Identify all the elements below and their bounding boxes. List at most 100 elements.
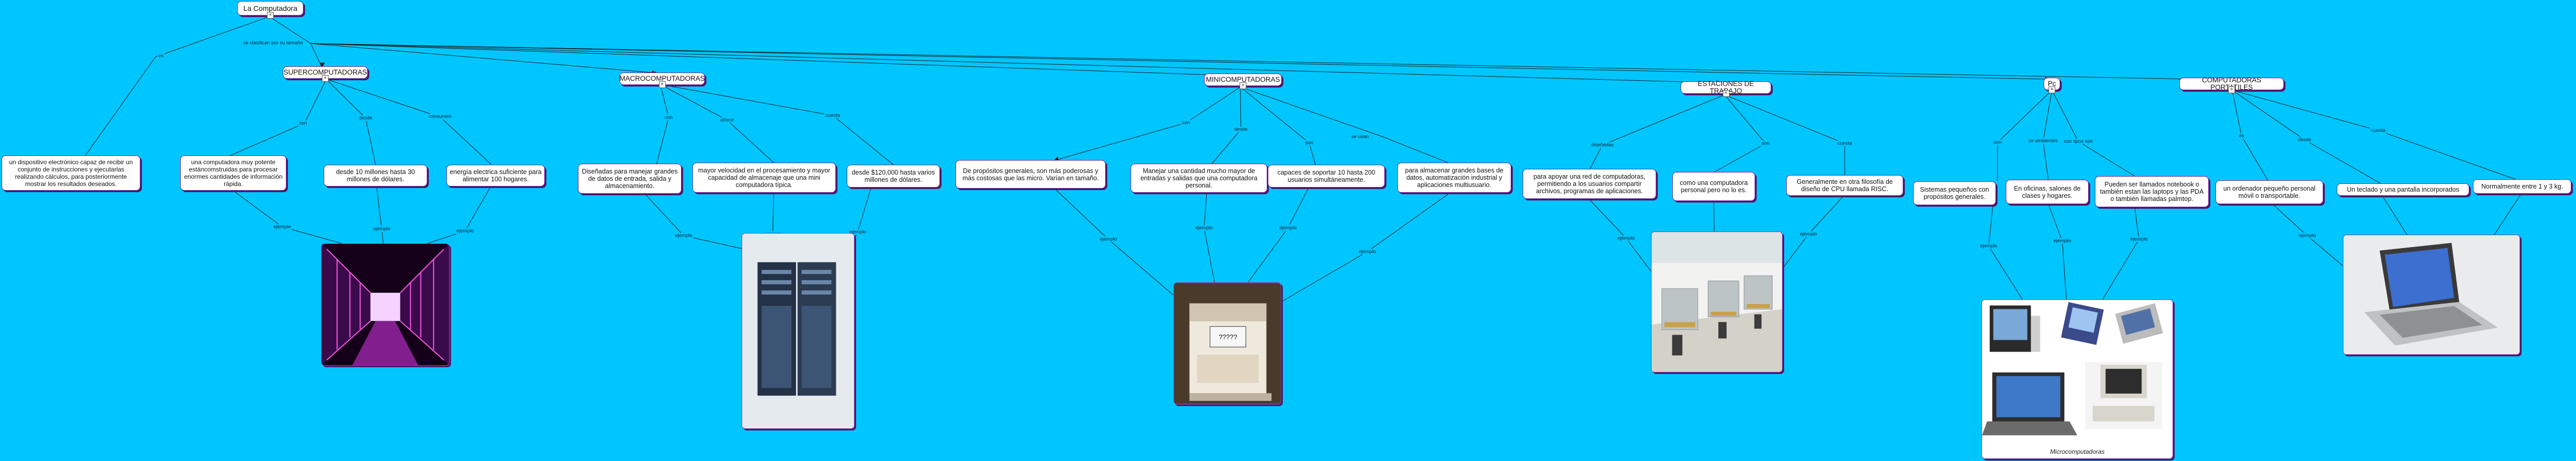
mini-io-node[interactable]: Manejar una cantidad mucho mayor de entr… bbox=[1131, 164, 1267, 193]
macro-cost-node[interactable]: desde $120,000 hasta varios millones de … bbox=[847, 165, 940, 188]
expand-icon[interactable]: + bbox=[322, 75, 329, 82]
link-label-son: son bbox=[663, 114, 674, 121]
ejemplo-label: ejemplo bbox=[1194, 225, 1214, 231]
ejemplo-label: ejemplo bbox=[1278, 225, 1298, 231]
laptop-weight-node[interactable]: Normalmente entre 1 y 3 kg. bbox=[2473, 179, 2571, 194]
pc-small-node[interactable]: Sistemas pequeños con propósitos general… bbox=[1913, 181, 1996, 205]
macro-speed: mayor velocidad en el procesamiento y ma… bbox=[698, 167, 830, 189]
ejemplo-label: ejemplo bbox=[1979, 243, 1999, 249]
super-energy: energía electrica suficiente para alimen… bbox=[450, 168, 542, 183]
expand-icon[interactable]: + bbox=[2048, 87, 2056, 93]
super-description-node[interactable]: una computadora muy potente estáncomstru… bbox=[180, 155, 286, 191]
link-label-pueden: desde bbox=[1233, 126, 1249, 133]
link-label-desde: desde bbox=[358, 115, 373, 121]
definition-text: un dispositivo electrónico capaz de reci… bbox=[9, 159, 133, 188]
category-supercomputadoras[interactable]: SUPERCOMPUTADORAS+ bbox=[283, 66, 368, 82]
root-node[interactable]: La Computadora+ bbox=[237, 1, 303, 19]
macro-description-node[interactable]: Diseñadas para manejar grandes de datos … bbox=[578, 164, 682, 194]
category-pc[interactable]: Pc+ bbox=[2044, 78, 2060, 93]
ejemplo-label: ejemplo bbox=[1616, 235, 1636, 241]
link-label-clasifican: se clasifican por su tamaño bbox=[242, 40, 304, 46]
mini-storage-node[interactable]: para almacenar grandes bases de datos, a… bbox=[1397, 163, 1511, 193]
category-title: MACROCOMPUTADORAS bbox=[619, 75, 705, 82]
macro-cost: desde $120,000 hasta varios millones de … bbox=[851, 169, 935, 183]
link-label-son: son bbox=[1760, 140, 1771, 147]
laptop-small: un ordenador pequeño personal móvil o tr… bbox=[2223, 185, 2315, 199]
ejemplo-label: ejemplo bbox=[1098, 236, 1118, 242]
macro-speed-node[interactable]: mayor velocidad en el procesamiento y ma… bbox=[692, 163, 836, 193]
expand-icon[interactable]: + bbox=[1723, 90, 1729, 97]
super-cost-node[interactable]: desde 10 millones hasta 30 millones de d… bbox=[324, 165, 427, 186]
link-label-cuesta: cuesta bbox=[1836, 140, 1853, 147]
link-label-es: es bbox=[2237, 133, 2246, 139]
expand-icon[interactable]: + bbox=[267, 12, 274, 19]
link-label-son: son bbox=[298, 120, 308, 126]
link-label-tipos: con tipos son bbox=[2063, 138, 2094, 145]
link-label-son: son bbox=[1181, 120, 1191, 126]
link-label-cuesta: cuesta bbox=[824, 112, 841, 119]
link-label-son: son bbox=[1304, 140, 1314, 146]
link-label-son: son bbox=[1992, 139, 2003, 146]
pc-notebook: Pueden ser llamados notebook o también e… bbox=[2100, 181, 2204, 203]
workstation-pc-node[interactable]: como una computadora personal pero no lo… bbox=[1672, 172, 1755, 201]
ejemplo-label: ejemplo bbox=[372, 226, 392, 232]
category-minicomputadoras[interactable]: MINICOMPUTADORAS+ bbox=[1204, 74, 1282, 89]
workstation-risc-node[interactable]: Generalmente en otra filosofía de diseño… bbox=[1786, 175, 1903, 196]
category-title: SUPERCOMPUTADORAS bbox=[283, 68, 367, 76]
mini-description: De propósitos generales, son más poderos… bbox=[962, 167, 1099, 182]
super-cost: desde 10 millones hasta 30 millones de d… bbox=[336, 168, 415, 183]
supercomputer-image bbox=[321, 243, 450, 366]
pc-notebook-node[interactable]: Pueden ser llamados notebook o también e… bbox=[2095, 176, 2209, 207]
workstation-network: para apoyar una red de computadoras, per… bbox=[1533, 173, 1646, 195]
minicomputer-image: ????? bbox=[1174, 282, 1281, 405]
mini-io: Manejar una cantidad mucho mayor de entr… bbox=[1140, 167, 1257, 189]
mini-description-node[interactable]: De propósitos generales, son más poderos… bbox=[956, 160, 1106, 189]
link-label-se-usan: se usan bbox=[1350, 134, 1370, 140]
ejemplo-label: ejemplo bbox=[674, 233, 693, 239]
macro-description: Diseñadas para manejar grandes de datos … bbox=[582, 168, 678, 190]
workstation-image bbox=[1651, 232, 1783, 372]
link-label-disenadas: diseñadas bbox=[1590, 142, 1615, 148]
mini-users-node[interactable]: capaces de soportar 10 hasta 200 usuario… bbox=[1268, 165, 1385, 188]
link-label-ambientes: se ambientes bbox=[2027, 138, 2059, 144]
laptop-keyboard-node[interactable]: Un teclado y una pantalla incorporados bbox=[2337, 183, 2469, 196]
category-macrocomputadoras[interactable]: MACROCOMPUTADORAS+ bbox=[619, 73, 705, 88]
office-cubicles-picture bbox=[1652, 232, 1782, 372]
definition-node[interactable]: un dispositivo electrónico capaz de reci… bbox=[2, 155, 140, 191]
ejemplo-label: ejemplo bbox=[848, 229, 867, 235]
category-title: Pc bbox=[2048, 80, 2056, 88]
ejemplo-label: ejemplo bbox=[1799, 231, 1818, 237]
root-title: La Computadora bbox=[243, 4, 298, 12]
laptop-weight: Normalmente entre 1 y 3 kg. bbox=[2481, 183, 2563, 190]
laptop-picture bbox=[2343, 235, 2520, 354]
link-label-es: es bbox=[157, 53, 165, 59]
laptop-keyboard: Un teclado y una pantalla incorporados bbox=[2347, 186, 2459, 193]
workstation-network-node[interactable]: para apoyar una red de computadoras, per… bbox=[1523, 169, 1656, 199]
category-estaciones-de-trabajo[interactable]: ESTACIONES DE TRABAJO+ bbox=[1681, 80, 1771, 97]
expand-icon[interactable]: + bbox=[1239, 82, 1247, 89]
minicomputer-picture: ????? bbox=[1174, 283, 1281, 404]
laptop-small-node[interactable]: un ordenador pequeño personal móvil o tr… bbox=[2216, 180, 2323, 204]
workstation-risc: Generalmente en otra filosofía de diseño… bbox=[1797, 178, 1893, 193]
ejemplo-label: ejemplo bbox=[1357, 249, 1377, 255]
expand-icon[interactable]: + bbox=[2228, 87, 2235, 93]
laptop-image bbox=[2343, 235, 2520, 355]
link-label-tiene: desde bbox=[2297, 137, 2312, 143]
mini-storage: para almacenar grandes bases de datos, a… bbox=[1405, 167, 1503, 189]
mini-users: capaces de soportar 10 hasta 200 usuario… bbox=[1277, 169, 1376, 183]
pc-small: Sistemas pequeños con propósitos general… bbox=[1920, 186, 1989, 200]
pc-offices: En oficinas, salones de clases y hogares… bbox=[2014, 184, 2081, 199]
microcomputers-image: Microcomputadoras bbox=[1981, 299, 2173, 459]
microcomputers-caption: Microcomputadoras bbox=[2050, 448, 2105, 455]
super-energy-node[interactable]: energía electrica suficiente para alimen… bbox=[446, 165, 545, 186]
workstation-pc: como una computadora personal pero no lo… bbox=[1680, 179, 1748, 194]
pc-offices-node[interactable]: En oficinas, salones de clases y hogares… bbox=[2006, 180, 2089, 204]
category-computadoras-portatiles[interactable]: COMPUTADORAS PORTATILES+ bbox=[2179, 77, 2284, 93]
minicomputer-screen-text: ????? bbox=[1219, 333, 1237, 341]
mainframe-image bbox=[742, 233, 855, 429]
link-label-pesan: cuesta bbox=[2370, 127, 2386, 134]
link-label-consumen: consumen bbox=[428, 113, 453, 120]
expand-icon[interactable]: + bbox=[659, 81, 665, 88]
server-corridor-picture bbox=[322, 244, 449, 365]
ejemplo-label: ejemplo bbox=[272, 224, 292, 230]
